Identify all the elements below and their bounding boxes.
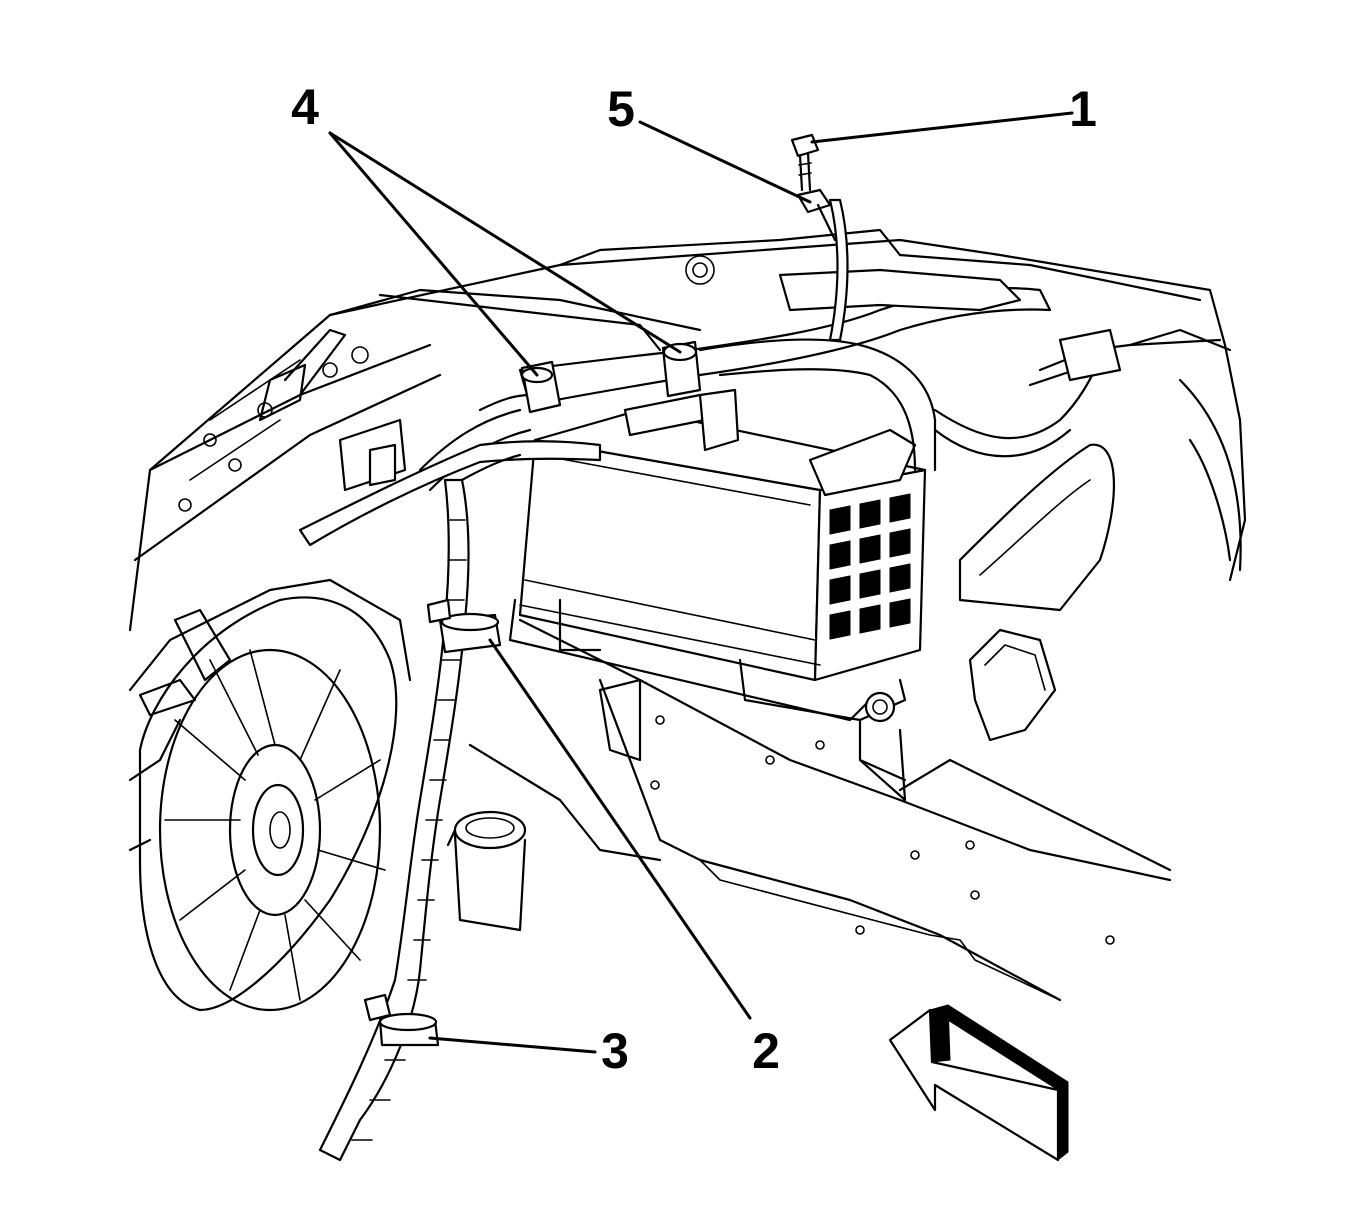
fender-right bbox=[958, 328, 1247, 742]
leader-5 bbox=[638, 120, 812, 204]
callout-2: 2 bbox=[752, 1023, 780, 1079]
leader-lines bbox=[328, 111, 1074, 1054]
harness-clip-4b bbox=[661, 340, 702, 398]
callout-3: 3 bbox=[601, 1023, 629, 1079]
body-panel-upper bbox=[128, 228, 1227, 632]
frame-rail-lower bbox=[468, 618, 1172, 1002]
harness-clip-2 bbox=[426, 598, 502, 654]
callout-1: 1 bbox=[1069, 81, 1097, 137]
leader-3 bbox=[428, 1036, 597, 1054]
leader-4a bbox=[328, 131, 539, 377]
ground-bolt-1 bbox=[790, 133, 820, 192]
leader-2 bbox=[488, 638, 752, 1020]
ground-terminal-5 bbox=[796, 188, 837, 242]
harness-main-upper bbox=[298, 198, 1222, 547]
harness-vertical-lower bbox=[318, 453, 522, 1162]
connector-left bbox=[338, 388, 740, 492]
cooling-fan bbox=[128, 578, 412, 1012]
harness-clip-4a bbox=[520, 360, 562, 414]
leader-4b bbox=[328, 131, 682, 354]
direction-arrow-icon bbox=[888, 1004, 1069, 1162]
harness-clip-3 bbox=[363, 993, 440, 1047]
battery-end-grid bbox=[829, 493, 911, 640]
battery bbox=[508, 408, 927, 782]
callout-5: 5 bbox=[607, 81, 635, 137]
leader-1 bbox=[810, 111, 1074, 144]
coolant-neck bbox=[446, 810, 527, 932]
callout-4: 4 bbox=[291, 79, 319, 135]
